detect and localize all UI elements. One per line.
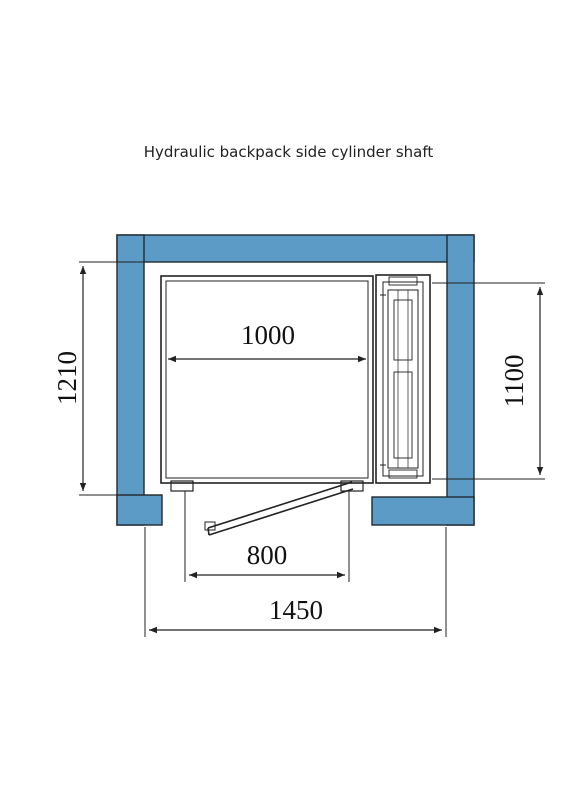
dim-door-width-label: 800 [247,540,288,570]
dim-shaft-depth-label: 1210 [52,351,82,405]
dim-door-width [184,491,350,582]
wall-right [446,234,475,526]
hydraulic-cylinder-assembly [375,274,431,484]
cabin [160,275,374,484]
dim-shaft-width [144,527,447,637]
swing-door [170,480,364,536]
wall-top [116,234,475,263]
dim-shaft-width-label: 1450 [269,595,323,625]
dim-cylinder-height-label: 1100 [499,355,529,408]
wall-bottom-left-stub [116,494,163,526]
diagram-title: Hydraulic backpack side cylinder shaft [143,143,434,161]
dim-cabin-width-label: 1000 [241,320,295,350]
wall-left [116,234,145,526]
dim-cylinder-height [432,282,545,480]
dim-shaft-depth [79,261,162,496]
wall-bottom-right-stub [371,496,475,526]
